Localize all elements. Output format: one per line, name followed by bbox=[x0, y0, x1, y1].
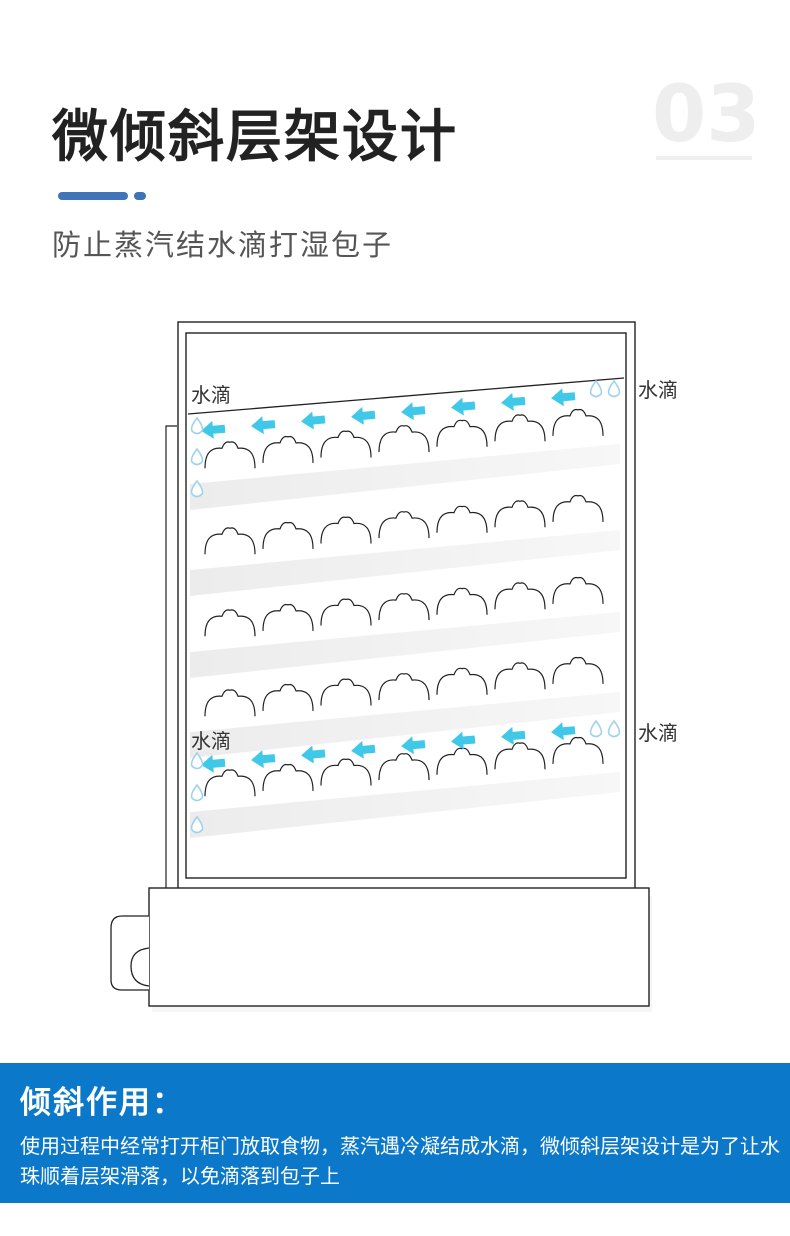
water-drop-icon bbox=[190, 479, 204, 498]
steamed-bun bbox=[552, 736, 604, 764]
buns bbox=[204, 408, 604, 797]
shelf bbox=[190, 692, 620, 758]
steamer-cabinet-diagram: 水滴 水滴 水滴 水滴 bbox=[110, 321, 678, 1012]
panel-title: 倾斜作用： bbox=[20, 1085, 185, 1121]
cabinet-base bbox=[148, 887, 650, 1007]
section-number-underline bbox=[656, 156, 752, 160]
left-arrow bbox=[451, 731, 476, 750]
water-tank-cap bbox=[130, 947, 150, 987]
steamed-bun bbox=[320, 758, 372, 786]
steamed-bun bbox=[378, 673, 430, 701]
steamed-bun bbox=[320, 678, 372, 706]
left-arrow bbox=[501, 726, 526, 745]
flow-arrows bbox=[201, 388, 576, 773]
steamed-bun bbox=[204, 441, 256, 469]
left-arrow bbox=[301, 411, 326, 430]
water-drops bbox=[190, 379, 621, 834]
shelf bbox=[190, 444, 620, 510]
steamed-bun bbox=[552, 656, 604, 684]
water-drop-icon bbox=[607, 719, 621, 738]
water-drop-icon bbox=[190, 751, 204, 770]
left-arrow bbox=[401, 402, 426, 421]
steamed-bun bbox=[436, 747, 488, 775]
left-arrow bbox=[351, 406, 376, 425]
steamed-bun bbox=[552, 576, 604, 604]
shelf bbox=[190, 612, 620, 678]
steamed-bun bbox=[204, 689, 256, 717]
label-water-drop-bottom-right: 水滴 bbox=[638, 721, 678, 745]
steamed-bun bbox=[378, 753, 430, 781]
steamed-bun bbox=[436, 505, 488, 533]
left-arrow bbox=[501, 392, 526, 411]
left-arrow bbox=[551, 722, 576, 741]
left-arrow bbox=[351, 740, 376, 759]
shelf bbox=[190, 530, 620, 596]
water-drop-icon bbox=[589, 719, 603, 738]
page-title: 微倾斜层架设计 bbox=[52, 105, 458, 170]
accent-bar bbox=[58, 192, 128, 200]
steamed-bun bbox=[204, 769, 256, 797]
steamed-bun bbox=[320, 516, 372, 544]
steamed-bun bbox=[204, 527, 256, 555]
label-water-drop-top-left: 水滴 bbox=[191, 383, 231, 407]
steamed-bun bbox=[552, 408, 604, 436]
left-arrow bbox=[551, 388, 576, 407]
steamed-bun bbox=[494, 500, 546, 528]
steamed-bun bbox=[436, 587, 488, 615]
water-drop-icon bbox=[190, 447, 204, 466]
steamed-bun bbox=[378, 425, 430, 453]
label-water-drop-bottom-left: 水滴 bbox=[191, 729, 231, 753]
accent-dot bbox=[134, 192, 146, 200]
steamed-bun bbox=[262, 683, 314, 711]
left-arrow bbox=[201, 420, 226, 439]
tilted-top-shelf-line bbox=[187, 377, 625, 415]
water-tank-housing bbox=[110, 915, 149, 991]
water-drop-icon bbox=[589, 379, 603, 398]
left-arrow bbox=[251, 750, 276, 769]
left-arrow bbox=[401, 736, 426, 755]
page-subtitle: 防止蒸汽结水滴打湿包子 bbox=[52, 228, 394, 262]
left-arrow bbox=[201, 754, 226, 773]
water-drop-icon bbox=[190, 416, 204, 435]
section-number: 03 bbox=[652, 70, 761, 160]
steamed-bun bbox=[494, 742, 546, 770]
water-drop-icon bbox=[607, 379, 621, 398]
steamed-bun bbox=[204, 609, 256, 637]
water-drop-icon bbox=[190, 815, 204, 834]
steamed-bun bbox=[552, 494, 604, 522]
steamed-bun bbox=[494, 662, 546, 690]
left-arrow bbox=[251, 416, 276, 435]
shelves bbox=[190, 444, 620, 838]
info-panel: 倾斜作用： 使用过程中经常打开柜门放取食物，蒸汽遇冷凝结成水滴，微倾斜层架设计是… bbox=[0, 1063, 790, 1203]
steamed-bun bbox=[436, 419, 488, 447]
cabinet-side-panel bbox=[165, 425, 177, 891]
steamed-bun bbox=[320, 430, 372, 458]
left-arrow bbox=[451, 397, 476, 416]
steamed-bun bbox=[494, 414, 546, 442]
steamed-bun bbox=[378, 511, 430, 539]
shelf bbox=[190, 772, 620, 838]
label-water-drop-top-right: 水滴 bbox=[638, 378, 678, 402]
left-arrow bbox=[301, 745, 326, 764]
steamed-bun bbox=[494, 582, 546, 610]
steamed-bun bbox=[262, 763, 314, 791]
water-drop-icon bbox=[190, 783, 204, 802]
steamed-bun bbox=[436, 667, 488, 695]
steamed-bun bbox=[262, 435, 314, 463]
steamed-bun bbox=[320, 598, 372, 626]
steamed-bun bbox=[262, 603, 314, 631]
steamed-bun bbox=[262, 521, 314, 549]
steamed-bun bbox=[378, 593, 430, 621]
panel-description: 使用过程中经常打开柜门放取食物，蒸汽遇冷凝结成水滴，微倾斜层架设计是为了让水珠顺… bbox=[20, 1134, 780, 1188]
